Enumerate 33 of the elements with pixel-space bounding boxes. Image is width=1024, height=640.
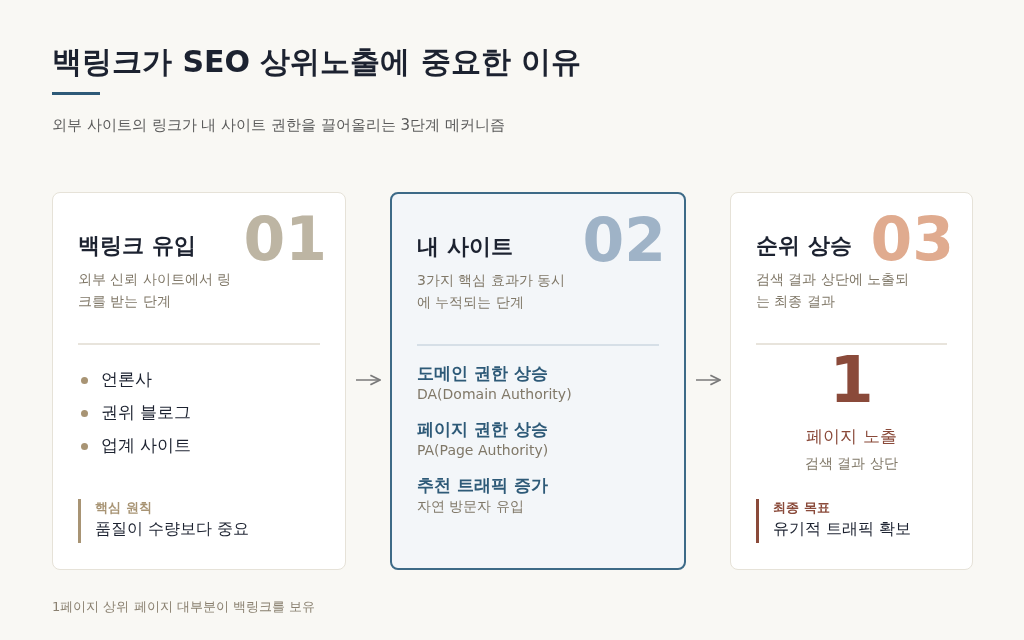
list-item: 권위 블로그 [101,401,192,424]
rank-number: 1 [828,348,875,412]
source-note: 1페이지 상위 페이지 대부분이 백링크를 보유 [52,598,315,616]
card-heading: 백링크 유입 [78,232,196,260]
effect-heading: 페이지 권한 상승 [417,418,548,441]
step-card [52,192,346,570]
step-card [390,192,686,570]
arrow [695,374,721,386]
step-number: 03 [870,209,954,269]
card-heading: 내 사이트 [417,233,513,261]
note-heading: 최종 목표 [773,499,830,517]
step-number: 02 [582,210,666,270]
effect-description: 자연 방문자 유입 [417,498,524,516]
subtitle: 외부 사이트의 링크가 내 사이트 권한을 끌어올리는 3단계 메커니즘 [52,116,505,135]
card-description: 검색 결과 상단에 노출되는 최종 결과 [756,270,911,311]
title: 백링크가 SEO 상위노출에 중요한 이유 [52,43,582,81]
card-description: 3가지 핵심 효과가 동시에 누적되는 단계 [417,271,567,312]
effect-heading: 도메인 권한 상승 [417,362,548,385]
note-text: 품질이 수량보다 중요 [95,519,250,540]
card-description: 외부 신뢰 사이트에서 링크를 받는 단계 [78,270,233,311]
effect-heading: 추천 트래픽 증가 [417,474,548,497]
step-card [730,192,973,570]
arrow [355,374,381,386]
note-heading: 핵심 원칙 [95,499,152,517]
result-description: 검색 결과 상단 [804,455,899,473]
card-heading: 순위 상승 [756,232,852,260]
effect-description: PA(Page Authority) [417,442,549,458]
list-item: 업계 사이트 [101,434,192,457]
note-text: 유기적 트래픽 확보 [773,519,912,540]
step-number: 01 [243,209,327,269]
effect-description: DA(Domain Authority) [417,386,572,402]
result-heading: 페이지 노출 [805,425,898,448]
list-item: 언론사 [101,368,152,391]
